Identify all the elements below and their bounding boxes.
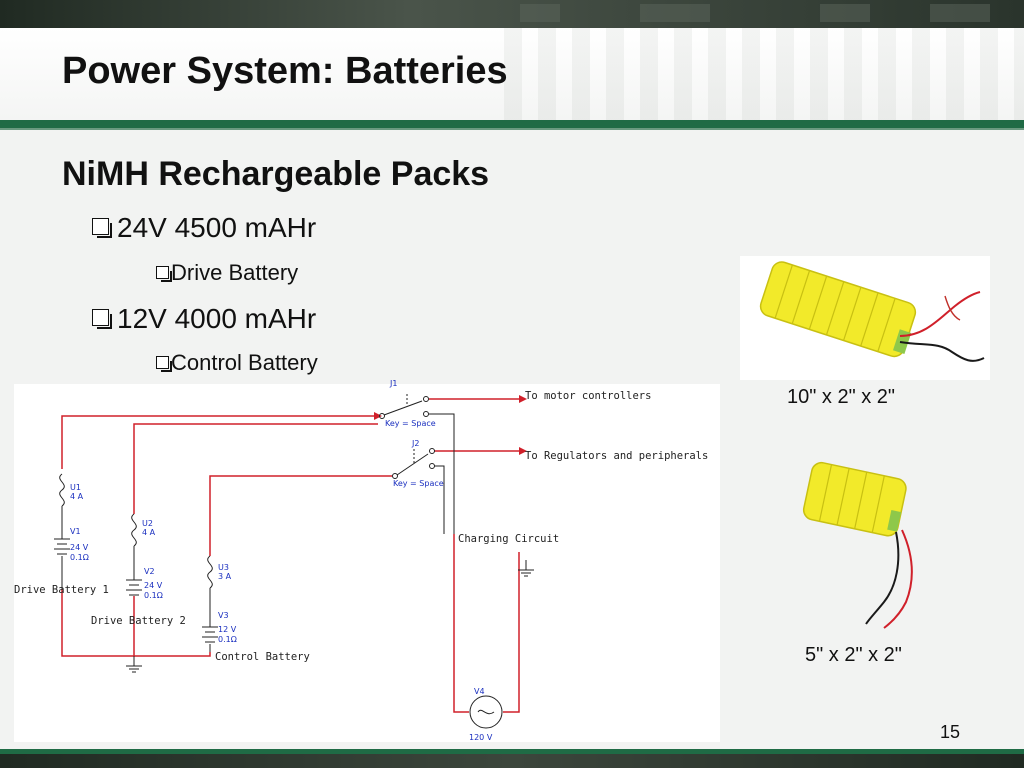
camo-pixel [640, 4, 710, 22]
switch-key: Key = Space [393, 479, 444, 488]
component-labels: J1 Key = Space J2 Key = Space U1 4 A U2 … [70, 379, 493, 742]
fuse-rating: 4 A [70, 492, 84, 501]
bullet-24v: 24V 4500 mAHr [92, 212, 316, 244]
arrow-heads [374, 395, 527, 455]
bullet-label: 12V 4000 mAHr [117, 303, 317, 334]
label-drive1: Drive Battery 1 [14, 584, 109, 596]
page-number: 15 [940, 722, 961, 742]
cell-cluster [802, 461, 907, 537]
checkbox-bullet-icon [156, 355, 172, 372]
battery-pack-large-image [759, 261, 985, 362]
wire-charger-right [503, 552, 520, 713]
page-title: Power System: Batteries [62, 50, 508, 92]
camo-pixel [520, 4, 560, 22]
battery-photo-large [740, 256, 990, 380]
title-band [0, 28, 1024, 120]
wire-bottom-return [61, 589, 211, 657]
cell-row [759, 261, 917, 358]
fuse-rating: 3 A [218, 572, 232, 581]
sub-bullet-control: Control Battery [156, 350, 318, 376]
fuse-name: U2 [142, 519, 153, 528]
circuit-diagram: To motor controllers To Regulators and p… [14, 379, 720, 742]
battery-voltage: 24 V [70, 543, 89, 552]
schematic-black [54, 394, 534, 729]
sub-bullet-label: Control Battery [171, 350, 318, 375]
fuse-name: U3 [218, 563, 229, 572]
switch-name: J2 [411, 439, 419, 448]
battery-pack-small-image [802, 461, 913, 629]
circuit-svg: To motor controllers To Regulators and p… [14, 379, 708, 742]
wire-drive2-top [133, 423, 378, 514]
checkbox-bullet-icon [156, 265, 172, 282]
battery-resistance: 0.1Ω [218, 635, 237, 644]
label-to-motor: To motor controllers [525, 390, 651, 402]
heading-bullet: NiMH Rechargeable Packs [62, 155, 490, 193]
battery-name: V2 [144, 567, 155, 576]
label-control: Control Battery [215, 651, 310, 663]
footer-green-line [0, 749, 1024, 754]
caption-small: 5" x 2" x 2" [805, 644, 902, 666]
checkbox-bullet-icon [92, 218, 112, 239]
camo-pattern [504, 28, 1024, 120]
label-to-regulators: To Regulators and peripherals [525, 450, 708, 462]
battery-name: V1 [70, 527, 81, 536]
source-name: V4 [474, 687, 485, 696]
camo-pixel [820, 4, 870, 22]
switch-name: J1 [389, 379, 397, 388]
red-wires [61, 398, 520, 713]
sub-bullet-drive: Drive Battery [156, 260, 298, 286]
label-drive2: Drive Battery 2 [91, 615, 186, 627]
title-underline-thin [0, 128, 1024, 130]
battery-photo-small [784, 452, 944, 630]
wire-control-top [209, 475, 392, 556]
bullet-12v: 12V 4000 mAHr [92, 303, 316, 335]
wire-charger-left [453, 534, 469, 713]
source-voltage: 120 V [469, 733, 493, 742]
battery-name: V3 [218, 611, 229, 620]
battery-voltage: 12 V [218, 625, 237, 634]
battery-resistance: 0.1Ω [144, 591, 163, 600]
camo-pixel [930, 4, 990, 22]
top-camo-bar [0, 0, 1024, 28]
title-underline [0, 120, 1024, 128]
label-charging: Charging Circuit [458, 533, 559, 545]
switch-key: Key = Space [385, 419, 436, 428]
wire-drive1-top [61, 415, 378, 469]
bullet-label: 24V 4500 mAHr [117, 212, 317, 243]
footer-camo-bar [0, 754, 1024, 768]
circuit-text: To motor controllers To Regulators and p… [14, 390, 708, 663]
battery-resistance: 0.1Ω [70, 553, 89, 562]
battery-voltage: 24 V [144, 581, 163, 590]
sub-bullet-label: Drive Battery [171, 260, 299, 285]
fuse-name: U1 [70, 483, 81, 492]
checkbox-bullet-icon [92, 309, 112, 330]
caption-large: 10" x 2" x 2" [787, 386, 896, 408]
fuse-rating: 4 A [142, 528, 156, 537]
